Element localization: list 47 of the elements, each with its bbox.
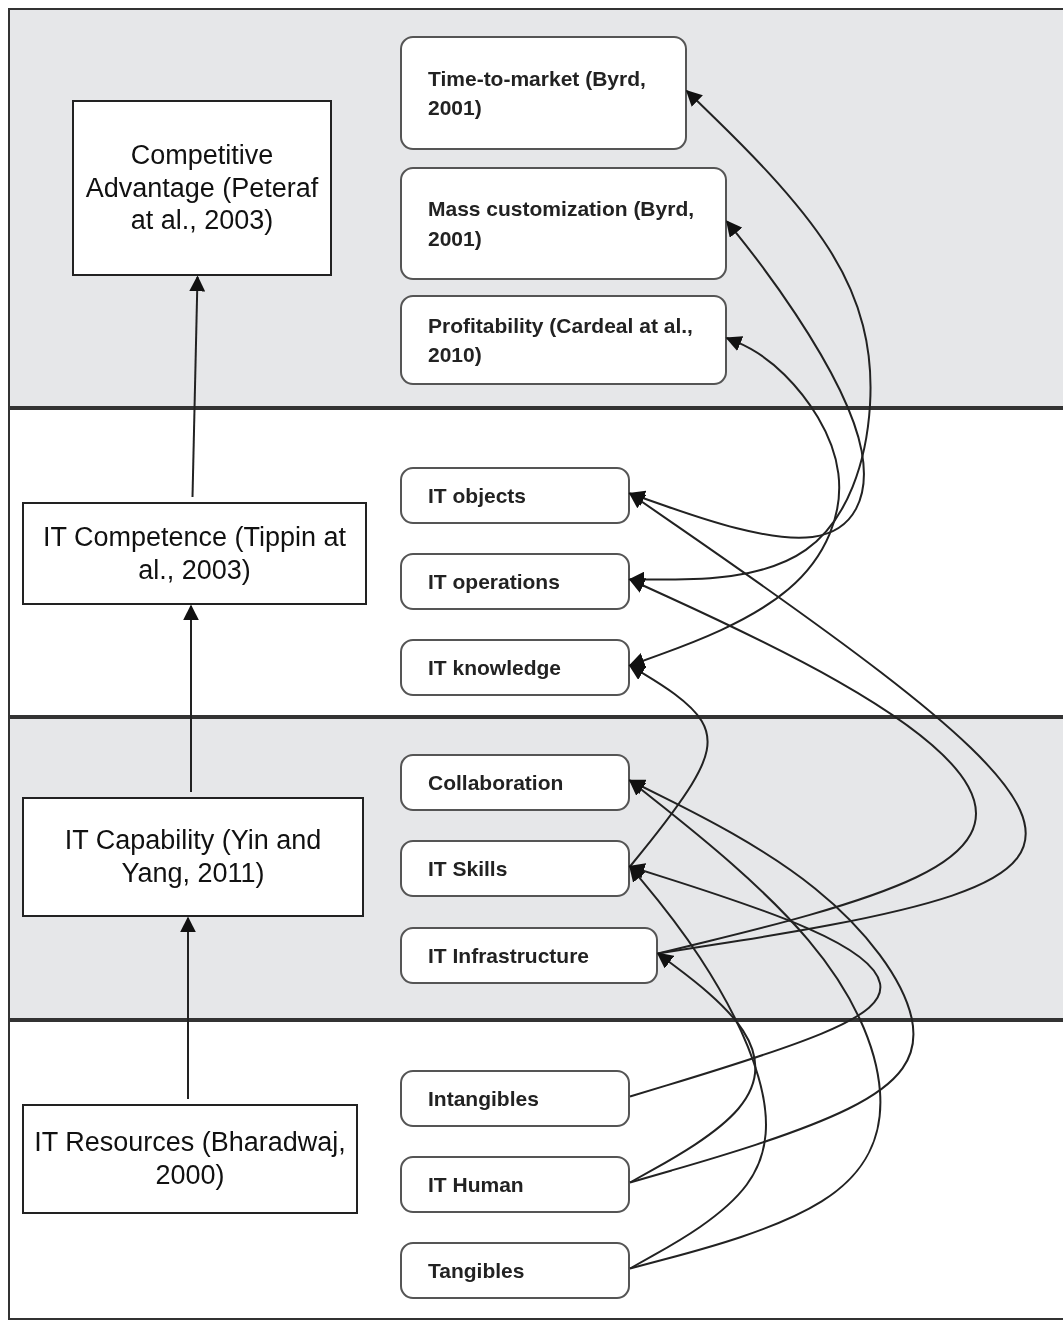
factor-box (400, 1156, 630, 1213)
node-label: IT Infrastructure (428, 942, 590, 969)
arrow (628, 779, 882, 1270)
node-label: IT Competence (Tippin at al., 2003) (41, 520, 348, 587)
arrow (629, 952, 757, 1184)
arrow (628, 664, 709, 868)
node-label: IT knowledge (428, 654, 561, 681)
factor-box (400, 639, 630, 696)
node-label: Profitability (Cardeal at al., 2010) (428, 312, 694, 368)
concept-box (22, 502, 367, 605)
arrow (183, 604, 199, 793)
factor-box (400, 295, 727, 385)
node-label: IT operations (428, 568, 560, 595)
arrow (189, 275, 206, 498)
concept-box (22, 797, 364, 917)
factor-box (400, 36, 687, 150)
layer-band (8, 717, 1063, 1020)
concept-box (22, 1104, 358, 1214)
concept-box (72, 100, 332, 276)
node-label: Collaboration (428, 769, 564, 796)
factor-box (400, 467, 630, 524)
arrow (628, 492, 1027, 955)
factor-box (400, 927, 658, 984)
layer-band (8, 8, 1063, 408)
node-label: IT Skills (428, 855, 508, 882)
node-label: Time-to-market (Byrd, 2001) (428, 65, 647, 121)
factor-box (400, 553, 630, 610)
node-label: Tangibles (428, 1257, 525, 1284)
arrow (180, 916, 196, 1100)
factor-box (400, 1242, 630, 1299)
arrow (628, 578, 977, 955)
factor-box (400, 754, 630, 811)
layer-band (8, 1020, 1063, 1320)
arrow (628, 863, 882, 1098)
node-label: Competitive Advantage (Peteraf at al., 2003) (84, 138, 320, 238)
node-label: IT Resources (Bharadwaj, 2000) (33, 1126, 347, 1192)
factor-box (400, 1070, 630, 1127)
node-label: Mass customization (Byrd, 2001) (428, 196, 696, 252)
node-label: IT Capability (Yin and Yang, 2011) (63, 824, 323, 890)
layer-band (8, 408, 1063, 717)
node-label: Intangibles (428, 1085, 539, 1112)
arrow (628, 336, 841, 669)
node-label: IT objects (428, 482, 527, 509)
arrow (628, 865, 767, 1270)
factor-box (400, 167, 727, 280)
node-label: IT Human (428, 1171, 524, 1198)
factor-box (400, 840, 630, 897)
